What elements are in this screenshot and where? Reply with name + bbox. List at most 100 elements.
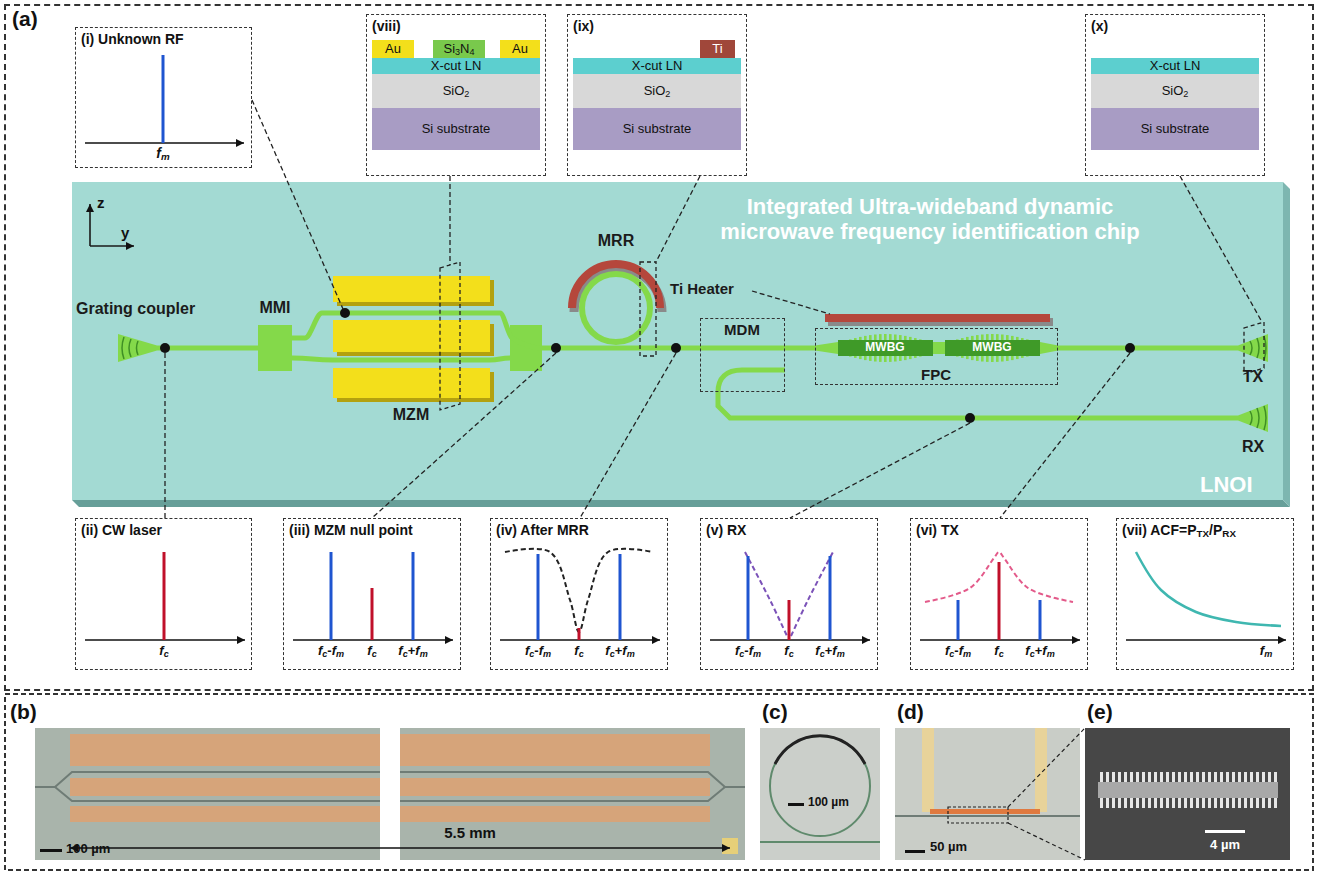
photo-sem xyxy=(1226,798,1229,808)
photo-sem xyxy=(1226,772,1229,782)
material-layer: SiO2 xyxy=(1091,74,1259,108)
photo-sem xyxy=(1098,782,1278,798)
material-layer: X-cut LN xyxy=(372,58,540,74)
photo-sem xyxy=(1274,772,1277,782)
free-label: z xyxy=(97,194,105,211)
zoom-lines xyxy=(1008,823,1085,860)
photo-sem xyxy=(1100,798,1103,808)
waveguide xyxy=(490,358,510,360)
chip-region: Integrated Ultra-wideband dynamic microw… xyxy=(72,182,1283,500)
subscript: 4 xyxy=(469,47,474,57)
subscript: m xyxy=(627,649,635,659)
bragg-grating xyxy=(838,334,1040,362)
photo-sem xyxy=(1178,772,1181,782)
probe-dot xyxy=(1125,343,1135,353)
axis-arrows xyxy=(90,245,134,247)
subscript: m xyxy=(963,649,971,659)
photo-sem xyxy=(1184,772,1187,782)
mmi-shape xyxy=(258,325,292,371)
variable-symbol: f xyxy=(398,643,402,658)
photo-sem xyxy=(1238,772,1241,782)
chip-substrate xyxy=(72,500,1290,507)
grating-coupler-shape xyxy=(118,334,157,362)
subscript: c xyxy=(999,649,1004,659)
subscript: c xyxy=(529,649,534,659)
node-label: SiO2 xyxy=(1162,84,1189,99)
photo-ring xyxy=(788,803,804,806)
spectrum-plot xyxy=(537,554,540,640)
spectrum-plot xyxy=(1126,639,1286,641)
photo-sem xyxy=(1202,772,1205,782)
mzm-electrodes xyxy=(333,276,490,302)
photo-sem xyxy=(1274,798,1277,808)
subscript: m xyxy=(161,151,170,162)
variable-symbol: f xyxy=(367,643,371,658)
photo-ring xyxy=(760,728,880,860)
variable-symbol: f xyxy=(574,643,578,658)
photo-mzm xyxy=(380,728,400,860)
node-label: (c) xyxy=(762,700,788,724)
node-label: RX xyxy=(1242,438,1264,456)
spectrum-plot xyxy=(619,554,622,640)
spectrum-plot xyxy=(791,552,833,636)
component-box: MDM xyxy=(700,318,785,392)
node-label: Si substrate xyxy=(1141,122,1210,137)
node-label: MWBG xyxy=(972,341,1011,355)
spectrum-plot xyxy=(788,600,791,640)
variable-symbol: f xyxy=(832,643,836,658)
photo-mzm xyxy=(722,838,738,854)
cross-section-marker xyxy=(440,262,460,410)
node-label: fc xyxy=(159,644,168,659)
waveguide-connector xyxy=(490,313,568,348)
variable-symbol: f xyxy=(525,643,529,658)
free-label: y xyxy=(121,224,129,241)
spectrum-plot xyxy=(829,556,832,640)
photo-sem xyxy=(1250,772,1253,782)
photo-mzm xyxy=(70,847,730,849)
node-label: Si substrate xyxy=(623,122,692,137)
photo-heater xyxy=(948,807,1008,823)
photo-ring xyxy=(760,728,880,860)
mzm-electrodes xyxy=(333,320,490,352)
node-label: TX xyxy=(1243,368,1263,386)
node-label: Si3N4 xyxy=(443,42,474,57)
node-label: (iii) MZM null point xyxy=(289,522,413,538)
inset-box: (vi) TXfc-fmfcfc+fm xyxy=(910,518,1088,670)
photo-heater xyxy=(895,728,1080,860)
node-label: fm xyxy=(1260,644,1272,659)
subscript: c xyxy=(949,649,954,659)
node-label: fc-fm xyxy=(945,644,971,659)
panel-frame xyxy=(5,694,1313,870)
inset-box: (iv) After MRRfc-fmfcfc+fm xyxy=(490,518,668,670)
material-layer: Si substrate xyxy=(1091,108,1259,150)
spectrum-plot xyxy=(412,552,415,640)
node-label: Ti xyxy=(712,42,722,57)
spectrum-plot xyxy=(85,55,1286,640)
photo-heater xyxy=(895,815,1080,817)
photo-sem xyxy=(1184,798,1187,808)
output-grating xyxy=(1250,406,1266,430)
node-label: (iv) After MRR xyxy=(496,522,589,538)
mzm-electrodes xyxy=(333,276,494,402)
fpc-heater xyxy=(825,314,1053,326)
photo-sem xyxy=(1160,798,1163,808)
subscript: c xyxy=(610,649,615,659)
photo-heater xyxy=(922,728,934,812)
photo-sem xyxy=(1244,798,1247,808)
leader-line xyxy=(252,100,343,309)
photo-sem xyxy=(1142,798,1145,808)
node-label: fc+fm xyxy=(605,644,634,659)
variable-symbol: f xyxy=(1042,643,1046,658)
photo-sem xyxy=(1178,798,1181,808)
node-label: Si substrate xyxy=(422,122,491,137)
subscript: m xyxy=(1047,649,1055,659)
photo-sem xyxy=(1238,798,1241,808)
photo-sem xyxy=(1250,798,1253,808)
cross-section-marker xyxy=(640,262,656,356)
material-layer: X-cut LN xyxy=(573,58,741,74)
photo-panel: (e)4 µm xyxy=(1085,728,1290,860)
photo-sem xyxy=(1172,772,1175,782)
cross-section-marker xyxy=(1244,322,1264,374)
probe-dot xyxy=(340,308,350,318)
